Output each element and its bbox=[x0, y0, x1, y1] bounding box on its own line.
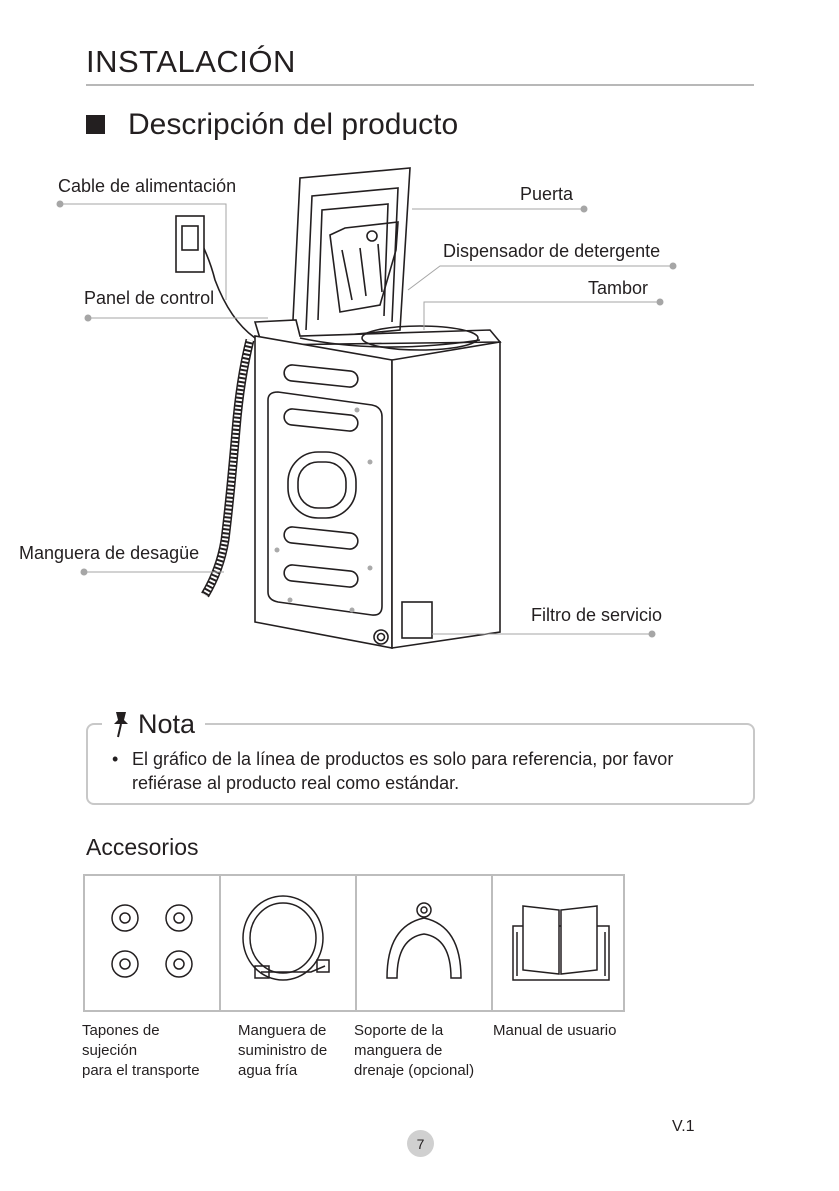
accessories-grid bbox=[83, 874, 625, 1012]
accessory-caption: Manguera de suministro de agua fría bbox=[238, 1021, 327, 1081]
accessory-caption: Tapones de sujeción para el transporte bbox=[82, 1021, 200, 1081]
manual-book-icon bbox=[493, 876, 627, 1010]
water-hose-icon bbox=[221, 876, 355, 1010]
note-title: Nota bbox=[138, 709, 195, 740]
service-filter-label: Filtro de servicio bbox=[531, 605, 662, 626]
section-title: INSTALACIÓN bbox=[86, 44, 296, 80]
pushpin-icon bbox=[110, 710, 132, 738]
power-cable-label: Cable de alimentación bbox=[58, 176, 236, 197]
power-socket-icon bbox=[176, 216, 204, 272]
note-body: • El gráfico de la línea de productos es… bbox=[112, 747, 732, 795]
accessory-cell bbox=[493, 876, 627, 1010]
accessory-cell bbox=[85, 876, 221, 1010]
control-panel-label: Panel de control bbox=[84, 288, 214, 309]
note-header: Nota bbox=[102, 706, 205, 742]
accessory-caption: Soporte de la manguera de drenaje (opcio… bbox=[354, 1021, 474, 1081]
title-divider bbox=[86, 84, 754, 86]
accessory-caption: Manual de usuario bbox=[493, 1021, 616, 1041]
drum-label: Tambor bbox=[588, 278, 648, 299]
hose-bracket-icon bbox=[357, 876, 491, 1010]
accessory-cell bbox=[357, 876, 493, 1010]
product-diagram bbox=[0, 160, 839, 660]
detergent-dispenser-label: Dispensador de detergente bbox=[443, 241, 660, 262]
door-label: Puerta bbox=[520, 184, 573, 205]
drain-hose-label: Manguera de desagüe bbox=[19, 543, 199, 564]
accessories-title: Accesorios bbox=[86, 834, 198, 861]
bullet-square-icon bbox=[86, 115, 105, 134]
washing-machine-illustration bbox=[176, 168, 500, 648]
note-text: El gráfico de la línea de productos es s… bbox=[112, 747, 732, 795]
transport-plugs-icon bbox=[85, 876, 219, 1010]
note-bullet: • bbox=[112, 747, 118, 771]
page-subtitle: Descripción del producto bbox=[128, 108, 458, 142]
accessory-cell bbox=[221, 876, 357, 1010]
version-label: V.1 bbox=[672, 1118, 695, 1136]
page-number: 7 bbox=[407, 1130, 434, 1157]
